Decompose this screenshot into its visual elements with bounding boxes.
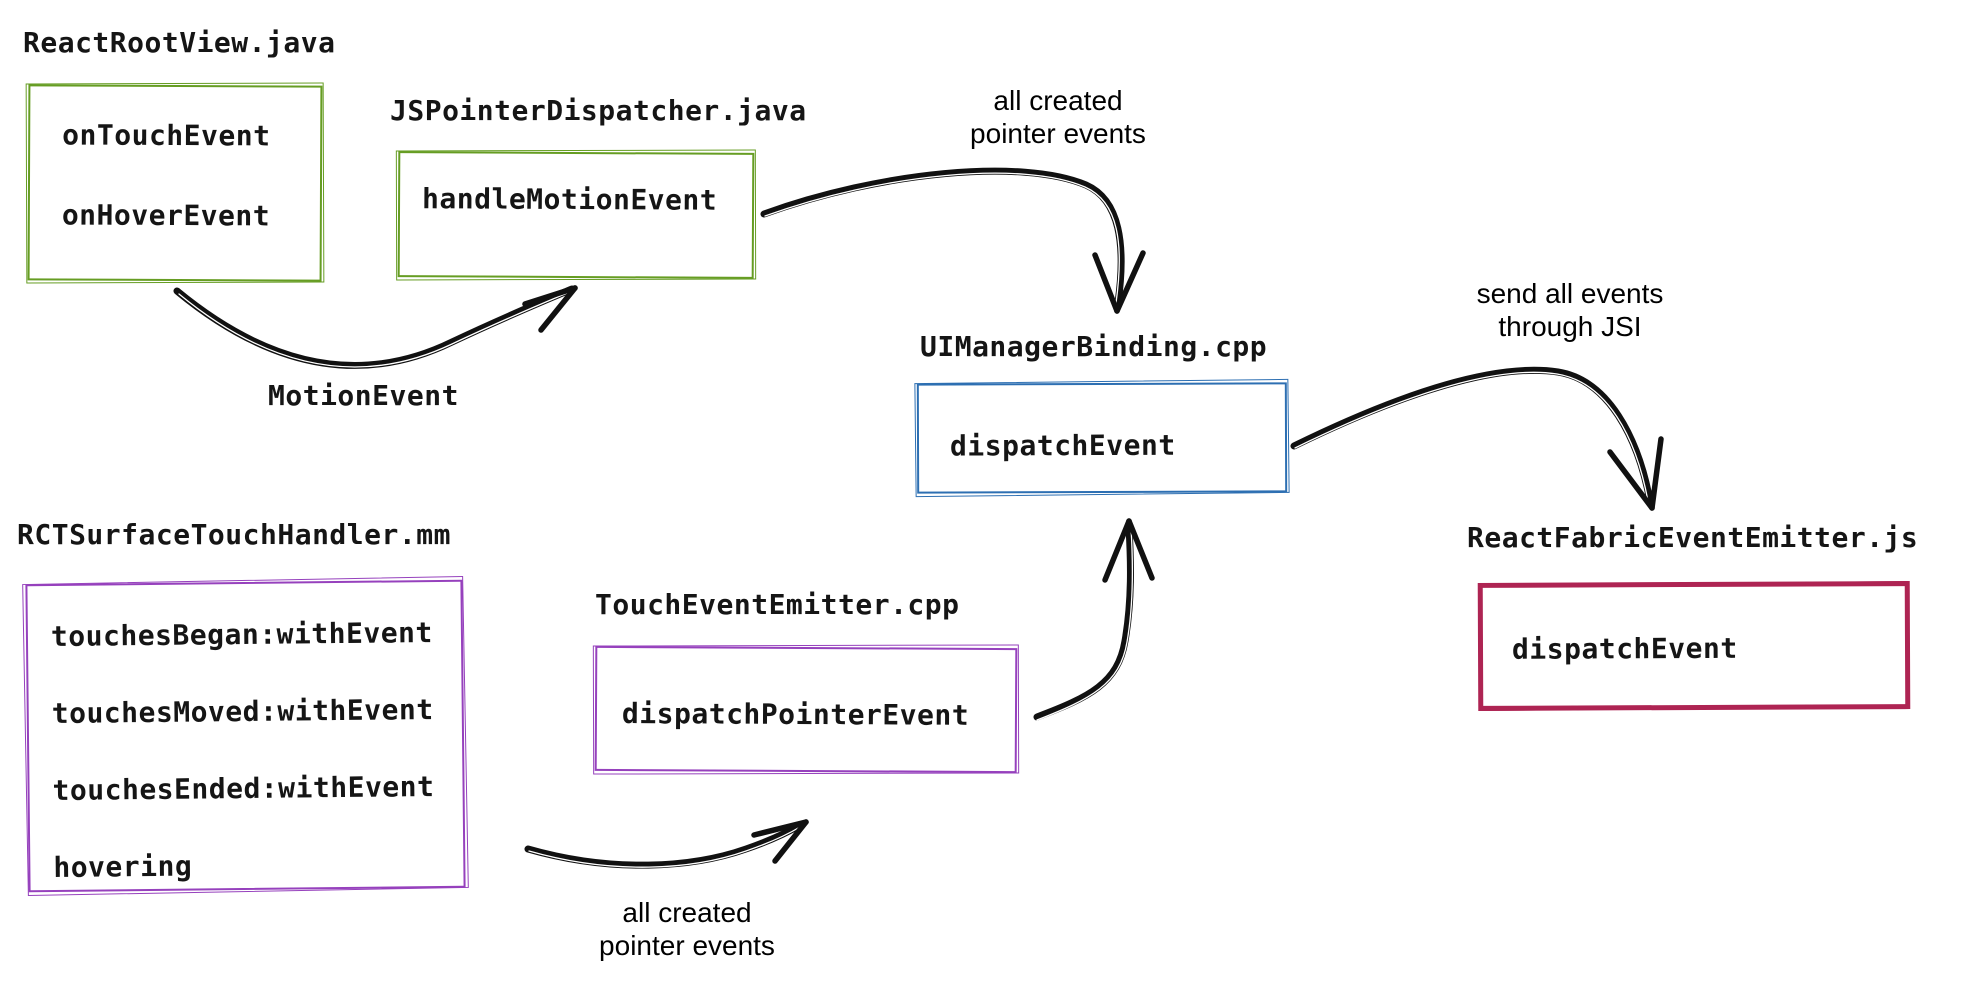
edge-label-motion-event: MotionEvent xyxy=(268,379,459,412)
method-touches-moved: touchesMoved:withEvent xyxy=(51,693,434,731)
edge-label-send-through-jsi: send all events through JSI xyxy=(1476,278,1664,342)
edge-label-created-pointer-events-top: all created pointer events xyxy=(970,85,1146,149)
method-handle-motion-event: handleMotionEvent xyxy=(421,182,718,217)
method-dispatch-event: dispatchEvent xyxy=(949,428,1176,463)
node-react-fabric-event-emitter: dispatchEvent xyxy=(1477,581,1911,711)
method-dispatch-pointer-event: dispatchPointerEvent xyxy=(621,697,970,732)
node-react-root-view: onTouchEvent onHoverEvent xyxy=(27,84,323,282)
node-js-pointer-dispatcher: handleMotionEvent xyxy=(397,151,755,279)
arrow-send-through-jsi xyxy=(1290,366,1664,511)
method-on-hover-event: onHoverEvent xyxy=(61,198,271,233)
arrow-created-pointer-events-top xyxy=(760,167,1146,314)
method-touches-began: touchesBegan:withEvent xyxy=(50,616,433,654)
edge-label-created-pointer-events-bottom: all created pointer events xyxy=(599,897,775,961)
title-react-root-view: ReactRootView.java xyxy=(23,26,336,59)
title-react-fabric-event-emitter: ReactFabricEventEmitter.js xyxy=(1467,521,1919,554)
node-ui-manager-binding: dispatchEvent xyxy=(916,382,1288,494)
method-on-touch-event: onTouchEvent xyxy=(62,118,271,153)
title-touch-event-emitter: TouchEventEmitter.cpp xyxy=(595,588,960,621)
method-hovering: hovering xyxy=(53,849,193,885)
node-touch-event-emitter: dispatchPointerEvent xyxy=(594,645,1018,774)
title-rct-surface-touch-handler: RCTSurfaceTouchHandler.mm xyxy=(17,518,451,551)
arrow-created-pointer-events-bottom xyxy=(524,819,809,869)
title-ui-manager-binding: UIManagerBinding.cpp xyxy=(920,330,1268,363)
method-dispatch-event-js: dispatchEvent xyxy=(1511,631,1738,666)
arrow-motion-event xyxy=(173,285,578,369)
method-touches-ended: touchesEnded:withEvent xyxy=(52,770,435,808)
arrow-pointer-to-binding xyxy=(1033,518,1155,721)
node-rct-surface-touch-handler: touchesBegan:withEvent touchesMoved:with… xyxy=(25,579,466,893)
title-js-pointer-dispatcher: JSPointerDispatcher.java xyxy=(390,94,807,127)
